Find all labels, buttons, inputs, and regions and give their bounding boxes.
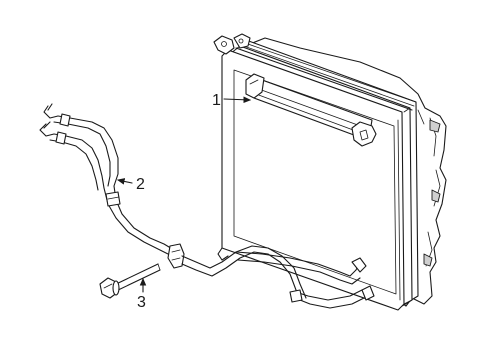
callout-2-label: 2 [136, 176, 145, 193]
bolt [99, 263, 161, 299]
callout-2: 2 [116, 176, 145, 193]
oil-cooler [245, 73, 377, 147]
callout-1-label: 1 [212, 92, 221, 109]
callout-3-label: 3 [137, 294, 146, 311]
callout-1: 1 [212, 92, 252, 109]
callout-3: 3 [137, 277, 147, 311]
cooler-lines [39, 103, 375, 309]
